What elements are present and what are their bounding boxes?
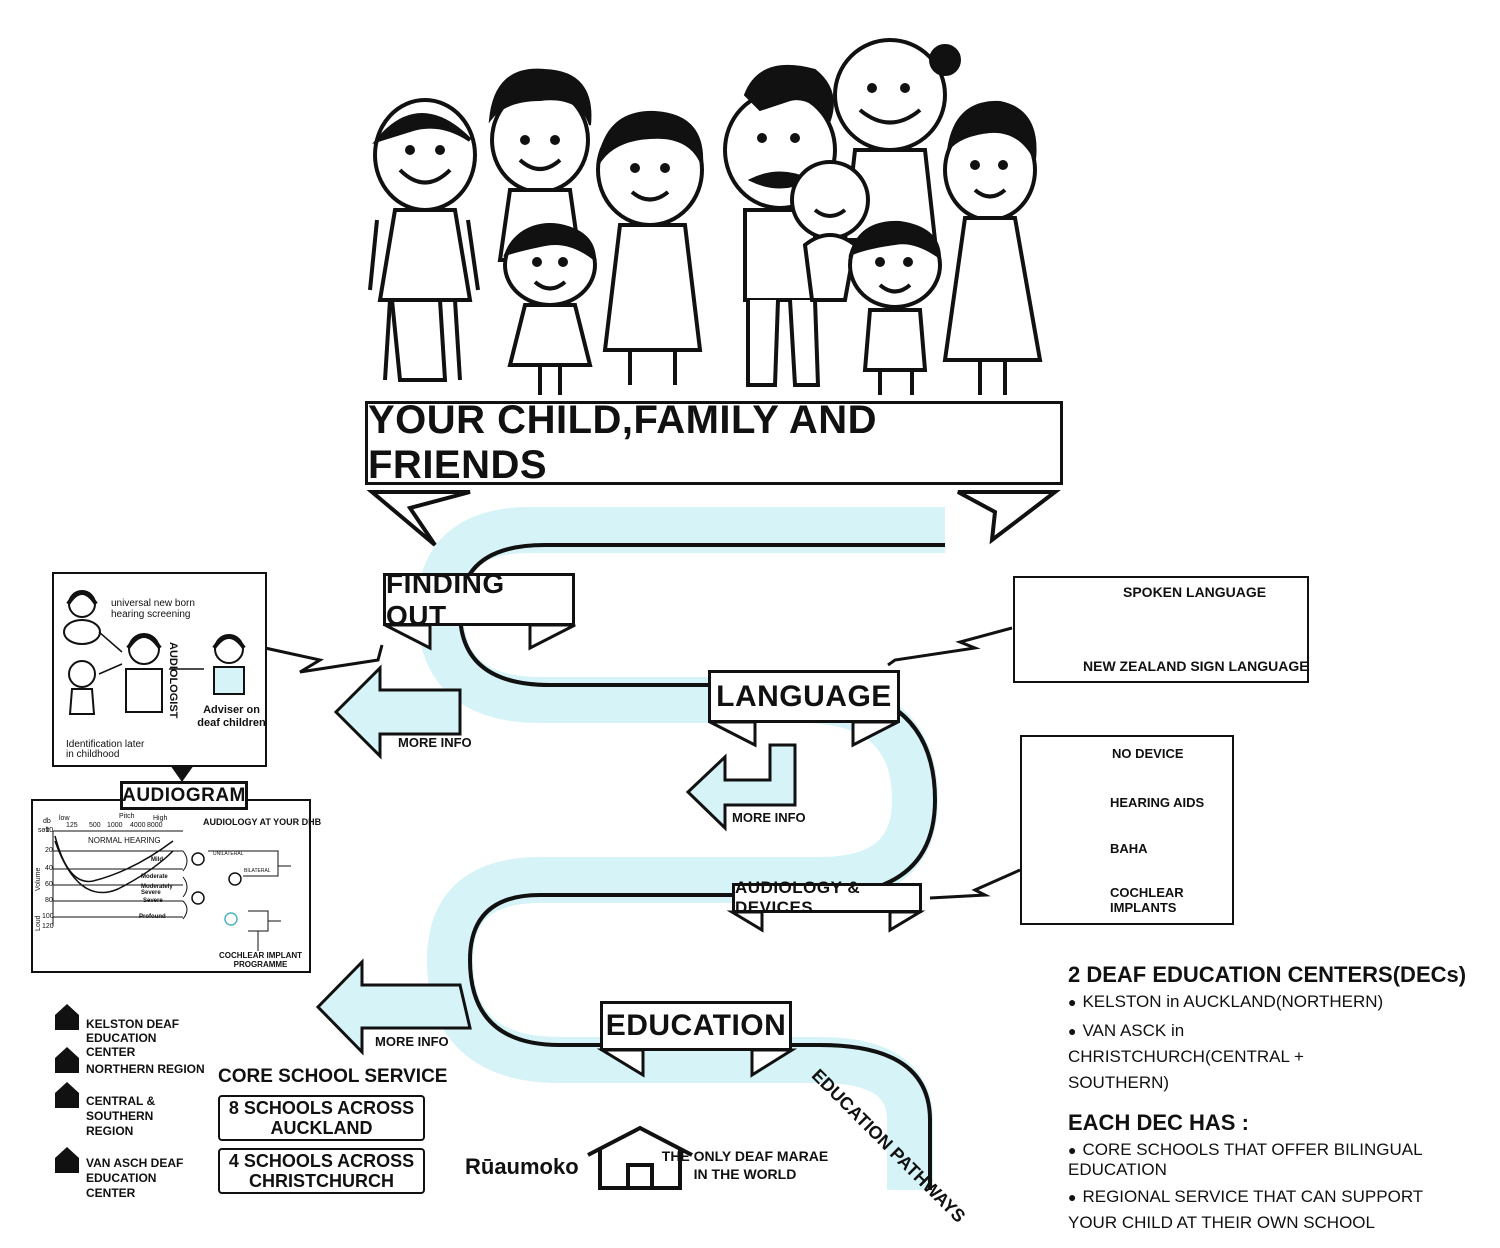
stage-education[interactable]: EDUCATION [600,1001,792,1051]
spoken-language-label: SPOKEN LANGUAGE [1123,584,1267,600]
audiogram-unilateral: UNILATERAL [213,851,244,857]
audiogram-db-60: 60 [45,881,53,888]
audiologist-label: AUDIOLOGIST [167,642,179,719]
audiogram-profound: Profound [139,914,166,920]
more-info-arrow-2 [685,743,797,832]
audiogram-db-120: 120 [42,923,54,930]
decs-item: VAN ASCK in CHRISTCHURCH(CENTRAL + SOUTH… [1068,1018,1408,1096]
audiogram-db-100: 100 [42,913,54,920]
audiogram-cochlear: COCHLEAR IMPLANT PROGRAMME [218,951,303,969]
audiogram-loud: Loud [35,915,42,931]
audiogram-panel: low Pitch High 125 500 1000 4000 8000 db… [31,799,321,973]
audiogram-normal-hearing: NORMAL HEARING [88,836,161,845]
legend-central-southern: CENTRAL & SOUTHERN REGION [86,1094,156,1138]
audiogram-title: AUDIOGRAM [120,781,248,810]
audiogram-mod-severe: Moderately Severe [141,884,173,896]
audiogram-mild: Mild [151,857,163,863]
main-title: YOUR CHILD,FAMILY AND FRIENDS [368,398,878,487]
audiogram-db-40: 40 [45,865,53,872]
marae-name: Rūaumoko [465,1154,579,1179]
adviser-label: Adviser on deaf children [197,704,266,729]
family-illustration [368,38,1043,395]
language-panel: SPOKEN LANGUAGE NEW ZEALAND SIGN LANGUAG… [1013,576,1309,683]
audiogram-bilateral: BILATERAL [244,868,271,874]
audiogram-soft: soft [38,827,50,834]
more-info-link-finding-out[interactable]: MORE INFO [398,735,472,750]
more-info-arrow-1 [333,664,462,760]
main-title-box: YOUR CHILD,FAMILY AND FRIENDS [365,398,1063,487]
audiogram-dhb: AUDIOLOGY AT YOUR DHB [203,817,322,827]
decs-heading: 2 DEAF EDUCATION CENTERS(DECs) [1068,962,1467,987]
stage-finding-out[interactable]: FINDING OUT [383,568,575,631]
decs-section: 2 DEAF EDUCATION CENTERS(DECs) KELSTON i… [1068,962,1498,1236]
more-info-link-education[interactable]: MORE INFO [375,1034,449,1049]
each-dec-item: REGIONAL SERVICE THAT CAN SUPPORT YOUR C… [1068,1184,1448,1236]
audiogram-severe: Severe [143,898,163,904]
more-info-link-language[interactable]: MORE INFO [732,810,806,825]
audiogram-db-80: 80 [45,897,53,904]
audiogram-volume: Volume [35,867,42,891]
legend-northern: NORTHERN REGION [86,1062,205,1076]
devices-panel: NO DEVICE HEARING AIDS BAHA COCHLEAR IMP… [1020,735,1234,925]
audiogram-f1000: 1000 [107,822,123,829]
audiogram-freq-pitch: Pitch [119,813,135,820]
audiogram-f4000: 4000 [130,822,146,829]
audiogram-freq-high: High [153,815,168,822]
stage-audiology-devices[interactable]: AUDIOLOGY & DEVICES [732,878,922,917]
nzsl-label: NEW ZEALAND SIGN LANGUAGE [1083,658,1309,674]
legend-kelston: KELSTON DEAF EDUCATION CENTER [86,1017,180,1059]
marae-desc: THE ONLY DEAF MARAE IN THE WORLD [661,1148,829,1182]
each-dec-heading: EACH DEC HAS : [1068,1110,1249,1135]
audiogram-db: db [43,818,51,825]
stage-language[interactable]: LANGUAGE [708,670,900,723]
marae-house-icon [587,1125,693,1190]
each-dec-item: CORE SCHOOLS THAT OFFER BILINGUAL EDUCAT… [1068,1140,1498,1180]
more-info-arrow-3 [315,958,472,1056]
audiogram-f125: 125 [66,822,78,829]
legend-van-asch: VAN ASCH DEAF EDUCATION CENTER [86,1156,184,1200]
audiogram-f500: 500 [89,822,101,829]
audiogram-freq-low: low [59,815,70,822]
no-device-label: NO DEVICE [1112,746,1184,761]
auckland-schools-box: 8 SCHOOLS ACROSS AUCKLAND [218,1095,425,1141]
finding-out-panel: universal new born hearing screening AUD… [52,572,267,767]
baha-label: BAHA [1110,841,1148,856]
core-school-title: CORE SCHOOL SERVICE [218,1066,448,1087]
christchurch-schools-box: 4 SCHOOLS ACROSS CHRISTCHURCH [218,1148,425,1194]
identification-label: Identification later in childhood [66,739,145,760]
audiogram-moderate: Moderate [141,874,168,880]
house-icons [55,1004,79,1173]
decs-item: KELSTON in AUCKLAND(NORTHERN) [1068,992,1498,1012]
audiogram-db-m10: -10 [43,827,54,834]
hearing-aids-label: HEARING AIDS [1110,795,1205,810]
screening-label: universal new born hearing screening [111,598,195,620]
audiogram-chart [52,830,291,951]
finding-out-figures [63,590,246,715]
cochlear-label: COCHLEAR IMPLANTS [1110,885,1184,915]
audiogram-db-20: 20 [45,847,53,854]
river-path [417,507,945,1190]
audiogram-f8000: 8000 [147,822,163,829]
